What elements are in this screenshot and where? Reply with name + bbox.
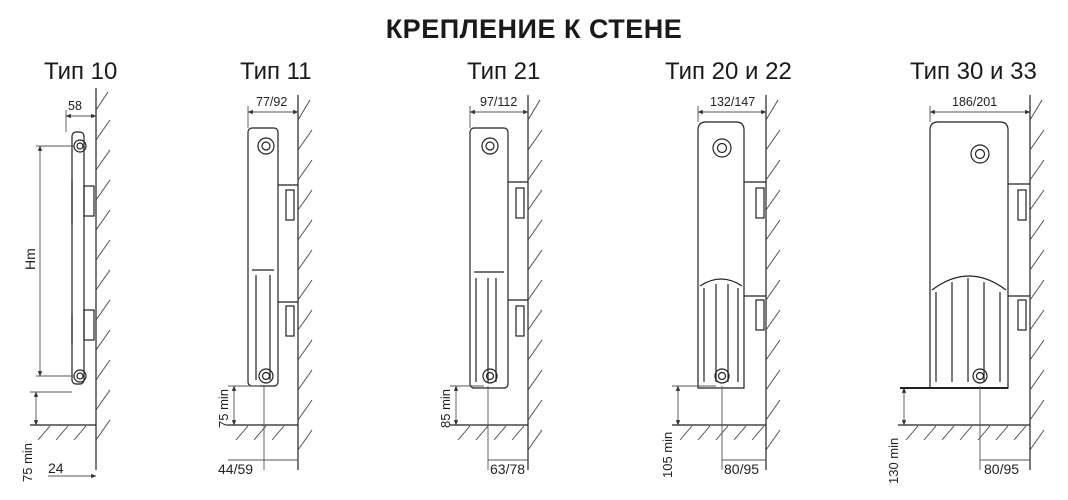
floor-hatch bbox=[679, 425, 765, 441]
type-label-10: Тип 10 bbox=[44, 58, 118, 85]
valve-top bbox=[481, 137, 499, 155]
floor-hatch bbox=[457, 425, 525, 441]
valve-bottom bbox=[258, 368, 274, 384]
floor-hatch bbox=[235, 425, 285, 441]
radiator-panel bbox=[71, 131, 85, 385]
valve-bottom bbox=[714, 368, 730, 384]
floor-hatch bbox=[905, 425, 1027, 441]
wall-hatch bbox=[297, 99, 313, 451]
valve-top bbox=[970, 144, 990, 164]
diagram-type-20-22 bbox=[672, 95, 781, 470]
bracket-top bbox=[1017, 189, 1027, 221]
floor-clearance-dim-11: 75 min bbox=[216, 389, 231, 428]
wall-hatch bbox=[1029, 99, 1045, 451]
floor-clearance-dim-21: 85 min bbox=[438, 389, 453, 428]
wall-offset-dim-20-22: 80/95 bbox=[724, 461, 759, 477]
wall-hatch bbox=[95, 91, 111, 441]
wall-hatch bbox=[765, 99, 781, 451]
depth-dim-20-22: 132/147 bbox=[710, 95, 755, 109]
depth-dim-10: 58 bbox=[68, 99, 82, 113]
wall-hatch bbox=[527, 99, 543, 451]
floor-hatch bbox=[37, 425, 87, 441]
bracket-top bbox=[755, 187, 765, 219]
bracket-bottom bbox=[1017, 299, 1027, 331]
wall-offset-dim-10: 24 bbox=[48, 460, 64, 476]
type-label-11: Тип 11 bbox=[240, 58, 312, 85]
bracket-top bbox=[515, 187, 525, 219]
bracket-bottom bbox=[515, 305, 525, 337]
depth-dim-30-33: 186/201 bbox=[952, 95, 997, 109]
type-label-20-22: Тип 20 и 22 bbox=[665, 58, 792, 85]
diagram-type-10 bbox=[30, 88, 111, 479]
valve-bottom bbox=[482, 368, 498, 384]
valve-top bbox=[712, 138, 732, 158]
radiator-panel bbox=[247, 127, 279, 387]
diagram-type-21 bbox=[450, 95, 543, 470]
floor-clearance-dim-20-22: 105 min bbox=[660, 432, 675, 478]
depth-dim-21: 97/112 bbox=[480, 95, 517, 109]
bracket-top bbox=[285, 189, 295, 221]
valve-top bbox=[257, 137, 275, 155]
diagram-type-30-33 bbox=[898, 95, 1045, 470]
bracket-bottom bbox=[755, 299, 765, 331]
floor-clearance-dim-10: 75 min bbox=[20, 443, 35, 482]
height-dim-10: Hm bbox=[22, 248, 38, 270]
radiator-panel bbox=[697, 121, 745, 389]
bracket-top bbox=[83, 185, 95, 217]
wall-offset-dim-21: 63/78 bbox=[490, 461, 525, 477]
depth-dim-11: 77/92 bbox=[256, 95, 287, 109]
radiator-panel bbox=[929, 121, 1009, 389]
floor-clearance-dim-30-33: 130 min bbox=[886, 438, 901, 484]
bracket-bottom bbox=[83, 309, 95, 341]
type-label-30-33: Тип 30 и 33 bbox=[910, 58, 1037, 85]
wall-offset-dim-30-33: 80/95 bbox=[984, 461, 1019, 477]
diagram-type-11 bbox=[228, 95, 313, 470]
wall-offset-dim-11: 44/59 bbox=[218, 461, 253, 477]
type-label-21: Тип 21 bbox=[467, 58, 541, 85]
valve-bottom bbox=[972, 368, 988, 384]
bracket-bottom bbox=[285, 305, 295, 337]
page-title: КРЕПЛЕНИЕ К СТЕНЕ bbox=[385, 14, 683, 44]
radiator-panel bbox=[469, 127, 509, 389]
